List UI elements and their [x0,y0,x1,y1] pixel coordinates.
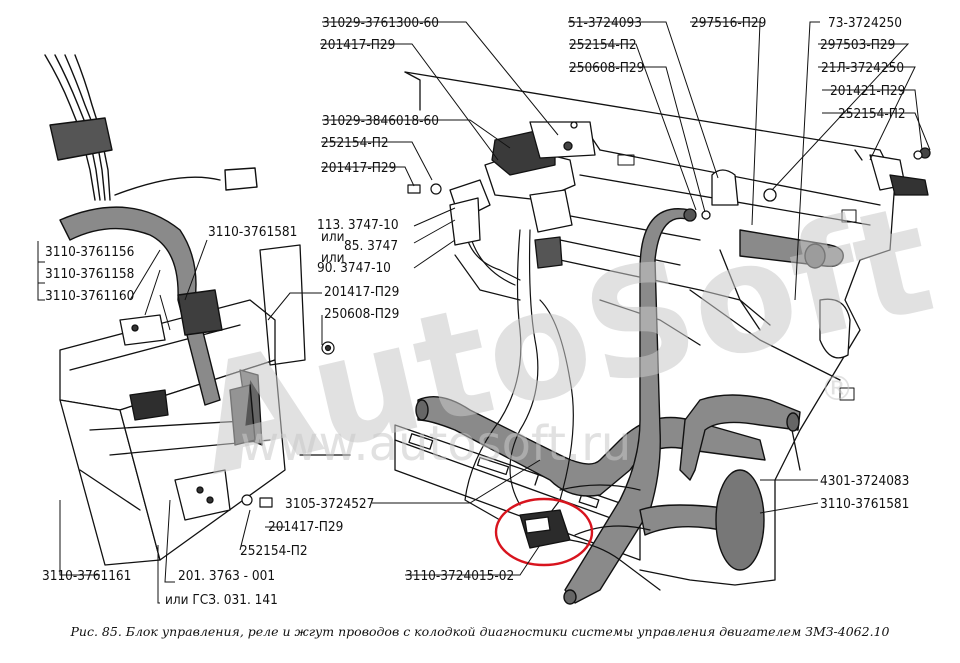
label-3110-3761156: 3110-3761156 [45,244,134,260]
label-3110-3761160: 3110-3761160 [45,288,134,304]
label-201417-p29-left: 201417-П29 [324,284,399,300]
label-3110-3724015-02: 3110-3724015-02 [405,568,514,584]
drawing-artwork [44,54,931,605]
diagnostic-connector-highlight [494,497,594,567]
label-201417-p29-top: 201417-П29 [320,37,395,53]
label-201421-p29: 201421-П29 [830,83,905,99]
part-labels: 31029-3761300-60 201417-П29 31029-384601… [42,15,909,608]
fasteners-drawing [241,183,442,508]
leader-lines [37,21,931,604]
label-31029-3846018-60: 31029-3846018-60 [322,113,439,129]
label-3110-3761161: 3110-3761161 [42,568,131,584]
label-relay-113-3747-10: 113. 3747-10 [317,217,399,233]
label-31029-3761300-60: 31029-3761300-60 [322,15,439,31]
label-relay-85-3747: 85. 3747 [344,238,398,254]
label-relay-or-2: или [321,250,345,266]
label-3105-3724527: 3105-3724527 [285,496,374,512]
label-250608-p29-left: 250608-П29 [324,306,399,322]
label-297516-p29: 297516-П29 [691,15,766,31]
label-3110-3761158: 3110-3761158 [45,266,134,282]
label-252154-p2-center: 252154-П2 [321,135,389,151]
label-3110-3761581-left: 3110-3761581 [208,224,297,240]
wiring-harness-drawing [454,229,661,591]
watermark-site: www.autosoft.ru [240,416,631,472]
label-gsz-031-141: или ГСЗ. 031. 141 [165,592,278,608]
label-3110-3761581-right: 3110-3761581 [820,496,909,512]
clamps-drawing [683,147,931,359]
label-250608-p29-top: 250608-П29 [569,60,644,76]
label-relay-or-1: или [321,229,345,245]
diagnostic-connector-drawing [519,509,571,549]
label-201417-p29-center: 201417-П29 [321,160,396,176]
label-297503-p29: 297503-П29 [820,37,895,53]
label-252154-p2-bottom: 252154-П2 [240,543,308,559]
label-201417-p29-bottom: 201417-П29 [268,519,343,535]
label-relay-90-3747-10: 90. 3747-10 [317,260,391,276]
label-4301-3724083: 4301-3724083 [820,473,909,489]
left-harness-drawing [44,54,258,446]
label-252154-p2-right: 252154-П2 [838,106,906,122]
watermark-registered-mark: ® [820,369,854,409]
figure-caption: Рис. 85. Блок управления, реле и жгут пр… [70,624,890,639]
label-252154-p2-top: 252154-П2 [569,37,637,53]
label-21l-3724250: 21Л-3724250 [821,60,904,76]
label-201-3763-001: 201. 3763 - 001 [178,568,275,584]
label-51-3724093: 51-3724093 [568,15,642,31]
label-73-3724250: 73-3724250 [828,15,902,31]
relay-block-drawing [449,121,596,269]
